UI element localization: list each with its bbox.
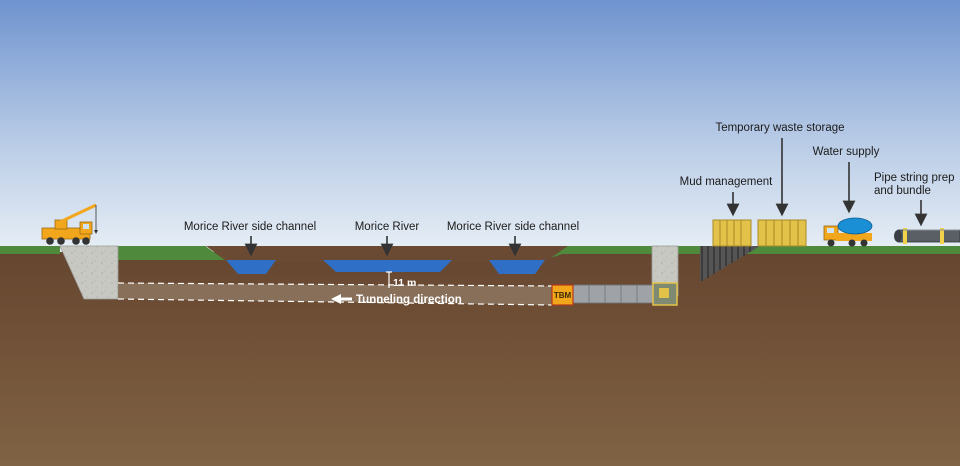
tbm-label: TBM [554, 291, 572, 300]
waste-container [757, 219, 807, 247]
label-side-channel-right: Morice River side channel [447, 221, 579, 233]
label-pipe-line1: Pipe string prep [874, 172, 955, 184]
tbm-machine [551, 284, 574, 306]
grass-mid [118, 246, 206, 254]
tunnel-outline-bottom [117, 298, 553, 306]
label-pipe-line2: and bundle [874, 185, 931, 197]
tunnel-outline-top [117, 282, 553, 287]
side-channel-left-water [226, 260, 276, 274]
pipe-segments [572, 284, 654, 304]
label-waste: Temporary waste storage [715, 122, 844, 134]
direction-label: Tunneling direction [356, 294, 462, 306]
crane-truck-icon [41, 203, 98, 245]
sheet-pile-lines [701, 246, 751, 281]
grass-river-east [548, 246, 653, 254]
side-channel-right-water [489, 260, 545, 274]
depth-label: 11 m [393, 277, 416, 289]
label-mud: Mud management [680, 176, 773, 188]
water-truck-icon [823, 217, 873, 247]
label-water: Water supply [813, 146, 880, 158]
sheet-piling [700, 246, 760, 282]
sky [0, 0, 960, 256]
grass-left [0, 246, 60, 254]
mud-container [712, 219, 752, 247]
tunnel-band [118, 283, 552, 305]
left-arrow-icon [331, 294, 352, 304]
river-water [323, 260, 452, 272]
pipe-icon [894, 228, 960, 244]
label-side-channel-left: Morice River side channel [184, 221, 316, 233]
grass-right [678, 246, 960, 254]
label-river: Morice River [355, 221, 420, 233]
